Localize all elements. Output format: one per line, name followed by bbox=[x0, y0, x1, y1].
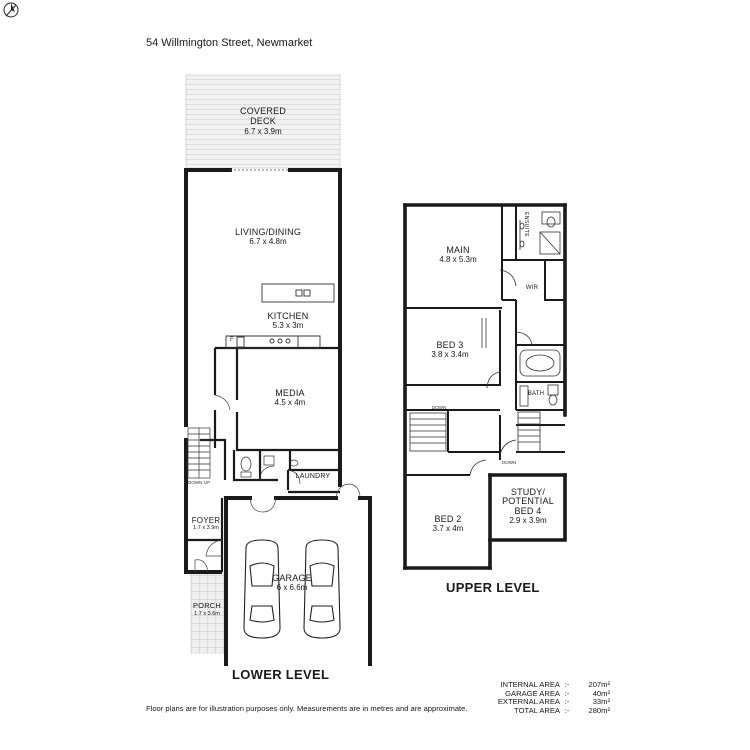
upper-stairs-down-label-2: DOWN bbox=[502, 460, 517, 465]
stairs-up-label: UP bbox=[204, 480, 211, 485]
disclaimer-text: Floor plans are for illustration purpose… bbox=[146, 704, 468, 713]
bed2-label: BED 2 3.7 x 4m bbox=[432, 514, 464, 534]
lower-level-title: LOWER LEVEL bbox=[232, 667, 330, 682]
living-dining-label: LIVING/DINING 6.7 x 4.8m bbox=[234, 227, 302, 247]
wir-label: WIR bbox=[525, 285, 539, 291]
garage-label: GARAGE 6 x 6.6m bbox=[272, 573, 312, 593]
upper-stairs-down-label: DOWN bbox=[432, 405, 447, 410]
foyer-label: FOYER 1.7 x 3.9m bbox=[191, 516, 221, 532]
north-compass-icon bbox=[3, 2, 19, 18]
covered-deck-area bbox=[185, 74, 341, 169]
area-row-external: EXTERNAL AREA:-33m² bbox=[497, 697, 610, 707]
bed3-label: BED 3 3.8 x 3.4m bbox=[431, 340, 469, 360]
main-bedroom-label: MAIN 4.8 x 5.3m bbox=[439, 245, 477, 265]
area-row-garage: GARAGE AREA:-40m² bbox=[505, 688, 610, 698]
property-address: 54 Willmington Street, Newmarket bbox=[146, 37, 313, 49]
area-row-internal: INTERNAL AREA:-207m² bbox=[500, 680, 610, 689]
laundry-label: LAUNDRY bbox=[295, 473, 331, 480]
study-label: STUDY/ POTENTIAL BED 4 2.9 x 3.9m bbox=[502, 487, 554, 526]
bath-label: BATH bbox=[527, 391, 545, 397]
kitchen-label: KITCHEN 5.3 x 3m bbox=[267, 311, 309, 331]
porch-area bbox=[190, 572, 224, 654]
fridge-mark: F bbox=[230, 337, 234, 343]
area-row-total: TOTAL AREA:-280m² bbox=[514, 706, 610, 716]
area-summary: INTERNAL AREA:-207m² GARAGE AREA:-40m² E… bbox=[480, 680, 610, 716]
media-label: MEDIA 4.5 x 4m bbox=[274, 388, 306, 408]
porch-label: PORCH 1.7 x 3.6m bbox=[192, 601, 222, 617]
stairs-down-label: DOWN bbox=[188, 480, 203, 485]
ensuite-label: ENSUITE bbox=[523, 212, 529, 238]
covered-deck-label: COVERED DECK 6.7 x 3.9m bbox=[240, 106, 286, 136]
upper-level-title: UPPER LEVEL bbox=[446, 580, 540, 595]
